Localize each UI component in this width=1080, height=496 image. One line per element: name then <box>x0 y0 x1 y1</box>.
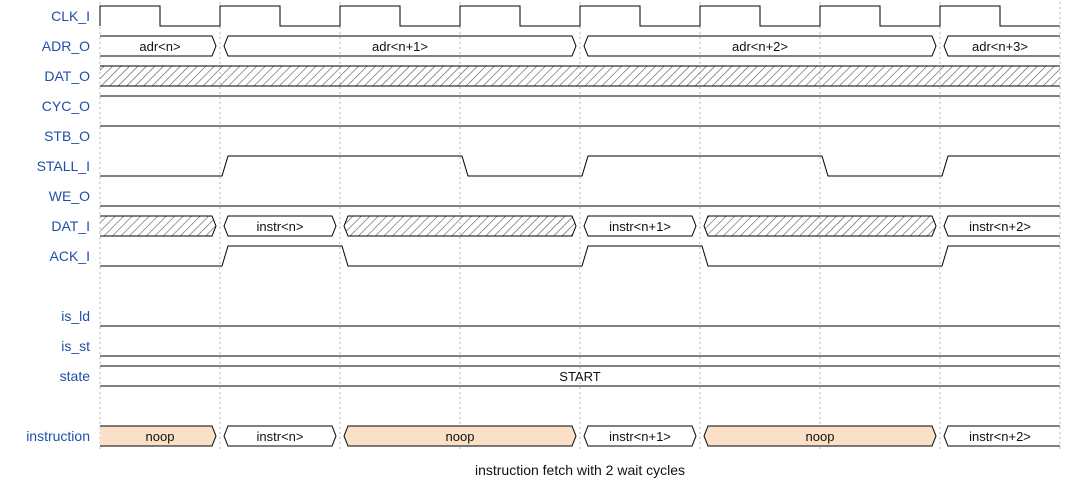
level-waveform <box>100 245 1060 267</box>
bus-value-label: instr<n+1> <box>609 429 671 444</box>
bus-segment <box>100 65 1060 87</box>
bus-segment <box>223 425 337 447</box>
bus-value-label: noop <box>806 429 835 444</box>
bus-segment <box>583 215 697 237</box>
bus-value-label: instr<n> <box>257 219 304 234</box>
bus-segment <box>100 35 217 57</box>
bus-segment <box>943 215 1060 237</box>
bus-value-label: noop <box>146 429 175 444</box>
bus-segment <box>100 425 217 447</box>
signal-label: ACK_I <box>50 248 90 264</box>
signal-label: is_st <box>61 338 90 354</box>
bus-segment <box>583 35 937 57</box>
diagram-caption: instruction fetch with 2 wait cycles <box>475 462 685 478</box>
bus-segment <box>943 425 1060 447</box>
bus-value-label: instr<n+2> <box>969 429 1031 444</box>
noop-segment <box>344 426 576 446</box>
bus-value-label: noop <box>446 429 475 444</box>
bus-segment <box>343 215 577 237</box>
bus-segment <box>100 365 1060 387</box>
undefined-data-segment <box>344 216 576 236</box>
signal-label: state <box>60 368 91 384</box>
undefined-data-segment <box>704 216 936 236</box>
bus-segment <box>223 35 577 57</box>
signal-label: WE_O <box>49 188 90 204</box>
waveforms: adr<n> adr<n+1> adr<n+2> adr<n+3> instr<n> in… <box>99 5 1060 447</box>
bus-segment <box>703 215 937 237</box>
undefined-data-segment <box>100 216 216 236</box>
bus-segment <box>943 35 1060 57</box>
signal-label: ADR_O <box>42 38 90 54</box>
signal-label: CYC_O <box>42 98 90 114</box>
signal-label: STALL_I <box>37 158 90 174</box>
undefined-data-segment <box>100 66 1060 86</box>
bus-segment <box>100 215 217 237</box>
bus-segment <box>703 425 937 447</box>
bus-value-label: instr<n+2> <box>969 219 1031 234</box>
bus-value-label: adr<n+2> <box>732 39 788 54</box>
bus-value-label: instr<n+1> <box>609 219 671 234</box>
signal-labels: CLK_I ADR_O DAT_O CYC_O STB_O STALL_I WE_O DAT_… <box>26 8 90 444</box>
signal-label: DAT_I <box>51 218 90 234</box>
signal-label: DAT_O <box>44 68 90 84</box>
signal-label: instruction <box>26 428 90 444</box>
signal-label: STB_O <box>44 128 90 144</box>
level-waveform <box>100 155 1060 177</box>
bus-value-label: adr<n+3> <box>972 39 1028 54</box>
clock-waveform <box>99 5 1060 27</box>
noop-segment <box>100 426 216 446</box>
bus-value-label: adr<n+1> <box>372 39 428 54</box>
bus-value-label: instr<n> <box>257 429 304 444</box>
bus-segment <box>223 215 337 237</box>
signal-label: CLK_I <box>51 8 90 24</box>
bus-value-label: START <box>559 369 600 384</box>
bus-segment <box>343 425 577 447</box>
signal-label: is_ld <box>61 308 90 324</box>
noop-segment <box>704 426 936 446</box>
bus-value-label: adr<n> <box>139 39 180 54</box>
bus-segment <box>583 425 697 447</box>
